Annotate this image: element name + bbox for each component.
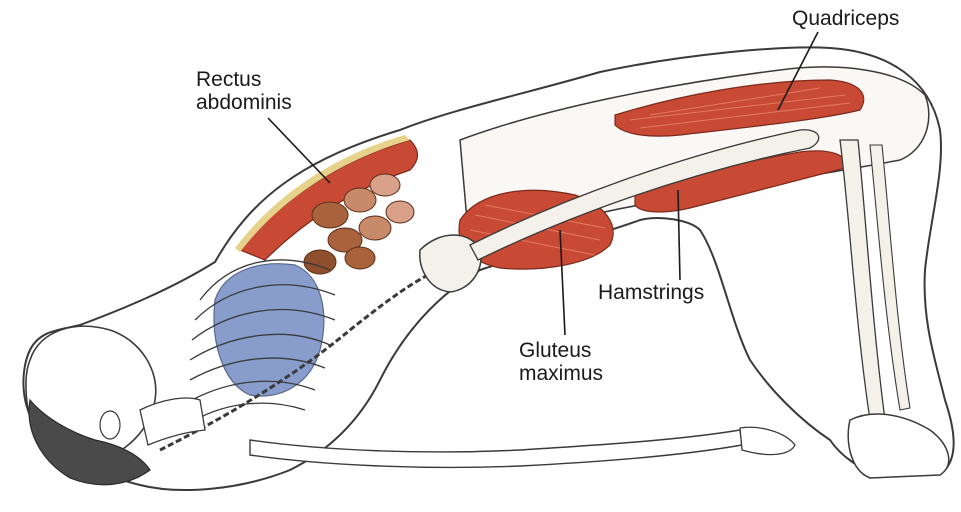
- gluteus-maximus-label-line1: Gluteus: [519, 339, 603, 362]
- ear: [100, 411, 120, 439]
- gluteus-maximus-label-line2: maximus: [519, 362, 603, 385]
- hamstrings-label: Hamstrings: [598, 281, 704, 304]
- quadriceps-label-text: Quadriceps: [792, 7, 899, 30]
- rectus-abdominis-label: Rectus abdominis: [196, 68, 292, 114]
- rectus-abdominis-label-line2: abdominis: [196, 91, 292, 114]
- hand: [740, 427, 795, 454]
- gluteus-maximus-label: Gluteus maximus: [519, 339, 603, 385]
- quadriceps-label: Quadriceps: [792, 7, 899, 30]
- rectus-abdominis-label-line1: Rectus: [196, 68, 292, 91]
- hamstrings-label-text: Hamstrings: [598, 281, 704, 304]
